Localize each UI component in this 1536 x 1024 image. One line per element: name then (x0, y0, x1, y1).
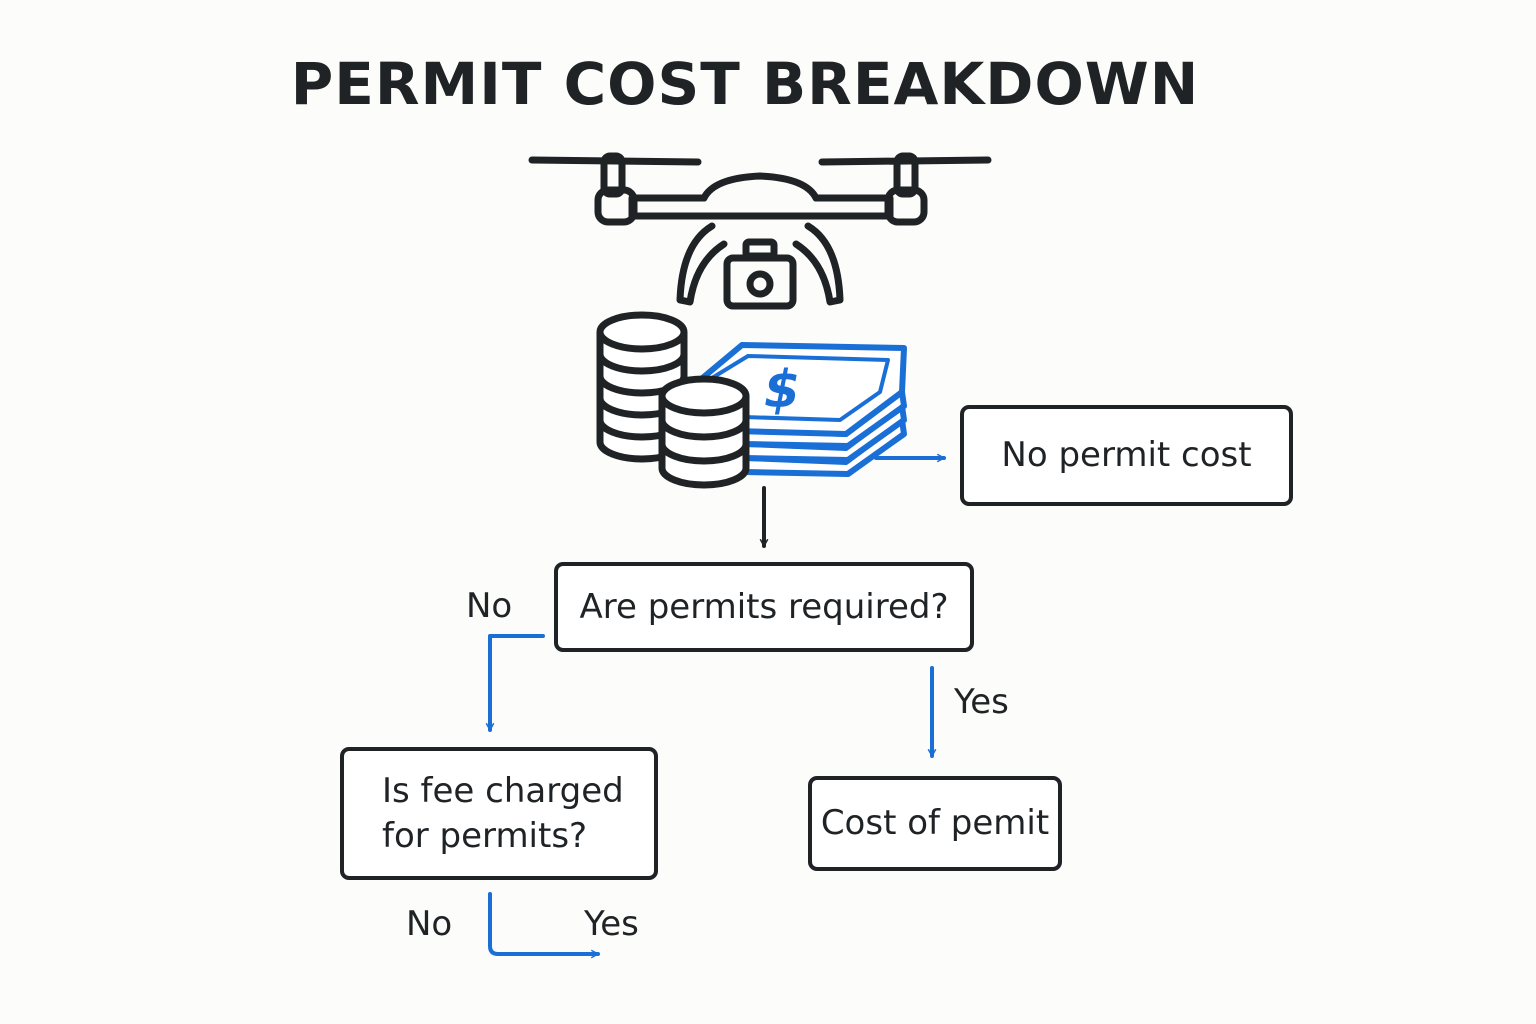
node-fee-charged: Is fee charged for permits? (340, 747, 658, 880)
edge-label-yes: Yes (584, 904, 639, 944)
coin-stack-icon (596, 311, 750, 489)
node-label-line: Is fee charged (382, 771, 624, 812)
node-label: No permit cost (1001, 435, 1252, 476)
node-no-permit-cost: No permit cost (960, 405, 1293, 506)
edge-label-no: No (466, 586, 513, 626)
node-permits-required: Are permits required? (554, 562, 974, 652)
node-label-line: for permits? (382, 815, 588, 856)
arrow-no-to-fee-charged (490, 634, 545, 732)
edge-label-yes: Yes (954, 682, 1009, 722)
drone-icon (528, 152, 992, 306)
edge-label-no: No (406, 904, 453, 944)
camera-icon (723, 238, 797, 310)
node-label: Cost of pemit (820, 803, 1050, 844)
node-label: Is fee charged for permits? (382, 769, 624, 857)
node-label: Are permits required? (579, 586, 949, 627)
page-title: PERMIT COST BREAKDOWN (290, 50, 1200, 118)
dollar-sign-icon: $ (764, 360, 800, 420)
arrow-fee-branch (488, 892, 600, 954)
node-cost-of-permit: Cost of pemit (808, 776, 1062, 871)
